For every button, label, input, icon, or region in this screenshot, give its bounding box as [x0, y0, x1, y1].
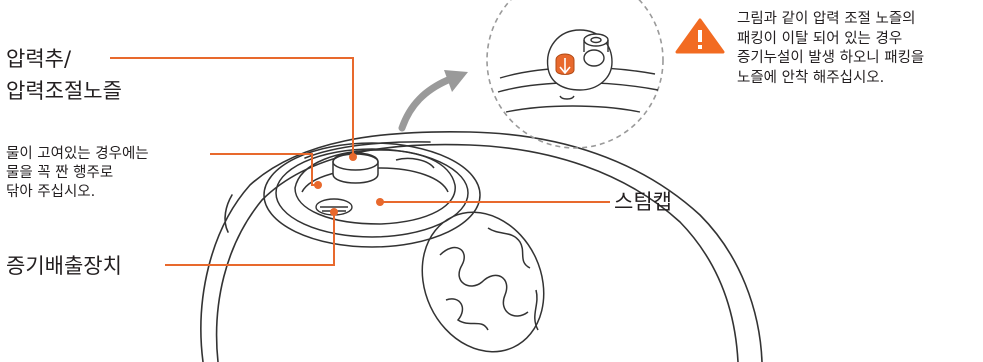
warning-line2: 패킹이 이탈 되어 있는 경우 [737, 30, 924, 50]
pressure-weight-label-line2: 압력조절노즐 [6, 78, 122, 104]
pressure-weight-label: 압력추/ 압력조절노즐 [6, 46, 122, 105]
steam-cap-label: 스팀캡 [614, 189, 672, 215]
pressure-weight-label-line1: 압력추/ [6, 46, 122, 72]
lid-handle [400, 192, 566, 362]
detail-callout [487, 0, 663, 148]
warning-line3: 증기누설이 발생 하오니 패킹을 [737, 49, 924, 69]
water-note-line2: 물을 꼭 짠 행주로 [6, 164, 149, 183]
water-note-line1: 물이 고여있는 경우에는 [6, 145, 149, 164]
warning-triangle-icon [677, 20, 723, 52]
water-note-label: 물이 고여있는 경우에는 물을 꼭 짠 행주로 닦아 주십시오. [6, 145, 149, 202]
warning-line1: 그림과 같이 압력 조절 노즐의 [737, 10, 924, 30]
steam-exhaust-label: 증기배출장치 [6, 253, 122, 279]
warning-text: 그림과 같이 압력 조절 노즐의 패킹이 이탈 되어 있는 경우 증기누설이 발… [737, 10, 924, 88]
cooker-lid [201, 132, 762, 362]
warning-line4: 노즐에 안착 해주십시오. [737, 69, 924, 89]
water-note-line3: 닦아 주십시오. [6, 183, 149, 202]
detail-arrow [402, 70, 468, 128]
